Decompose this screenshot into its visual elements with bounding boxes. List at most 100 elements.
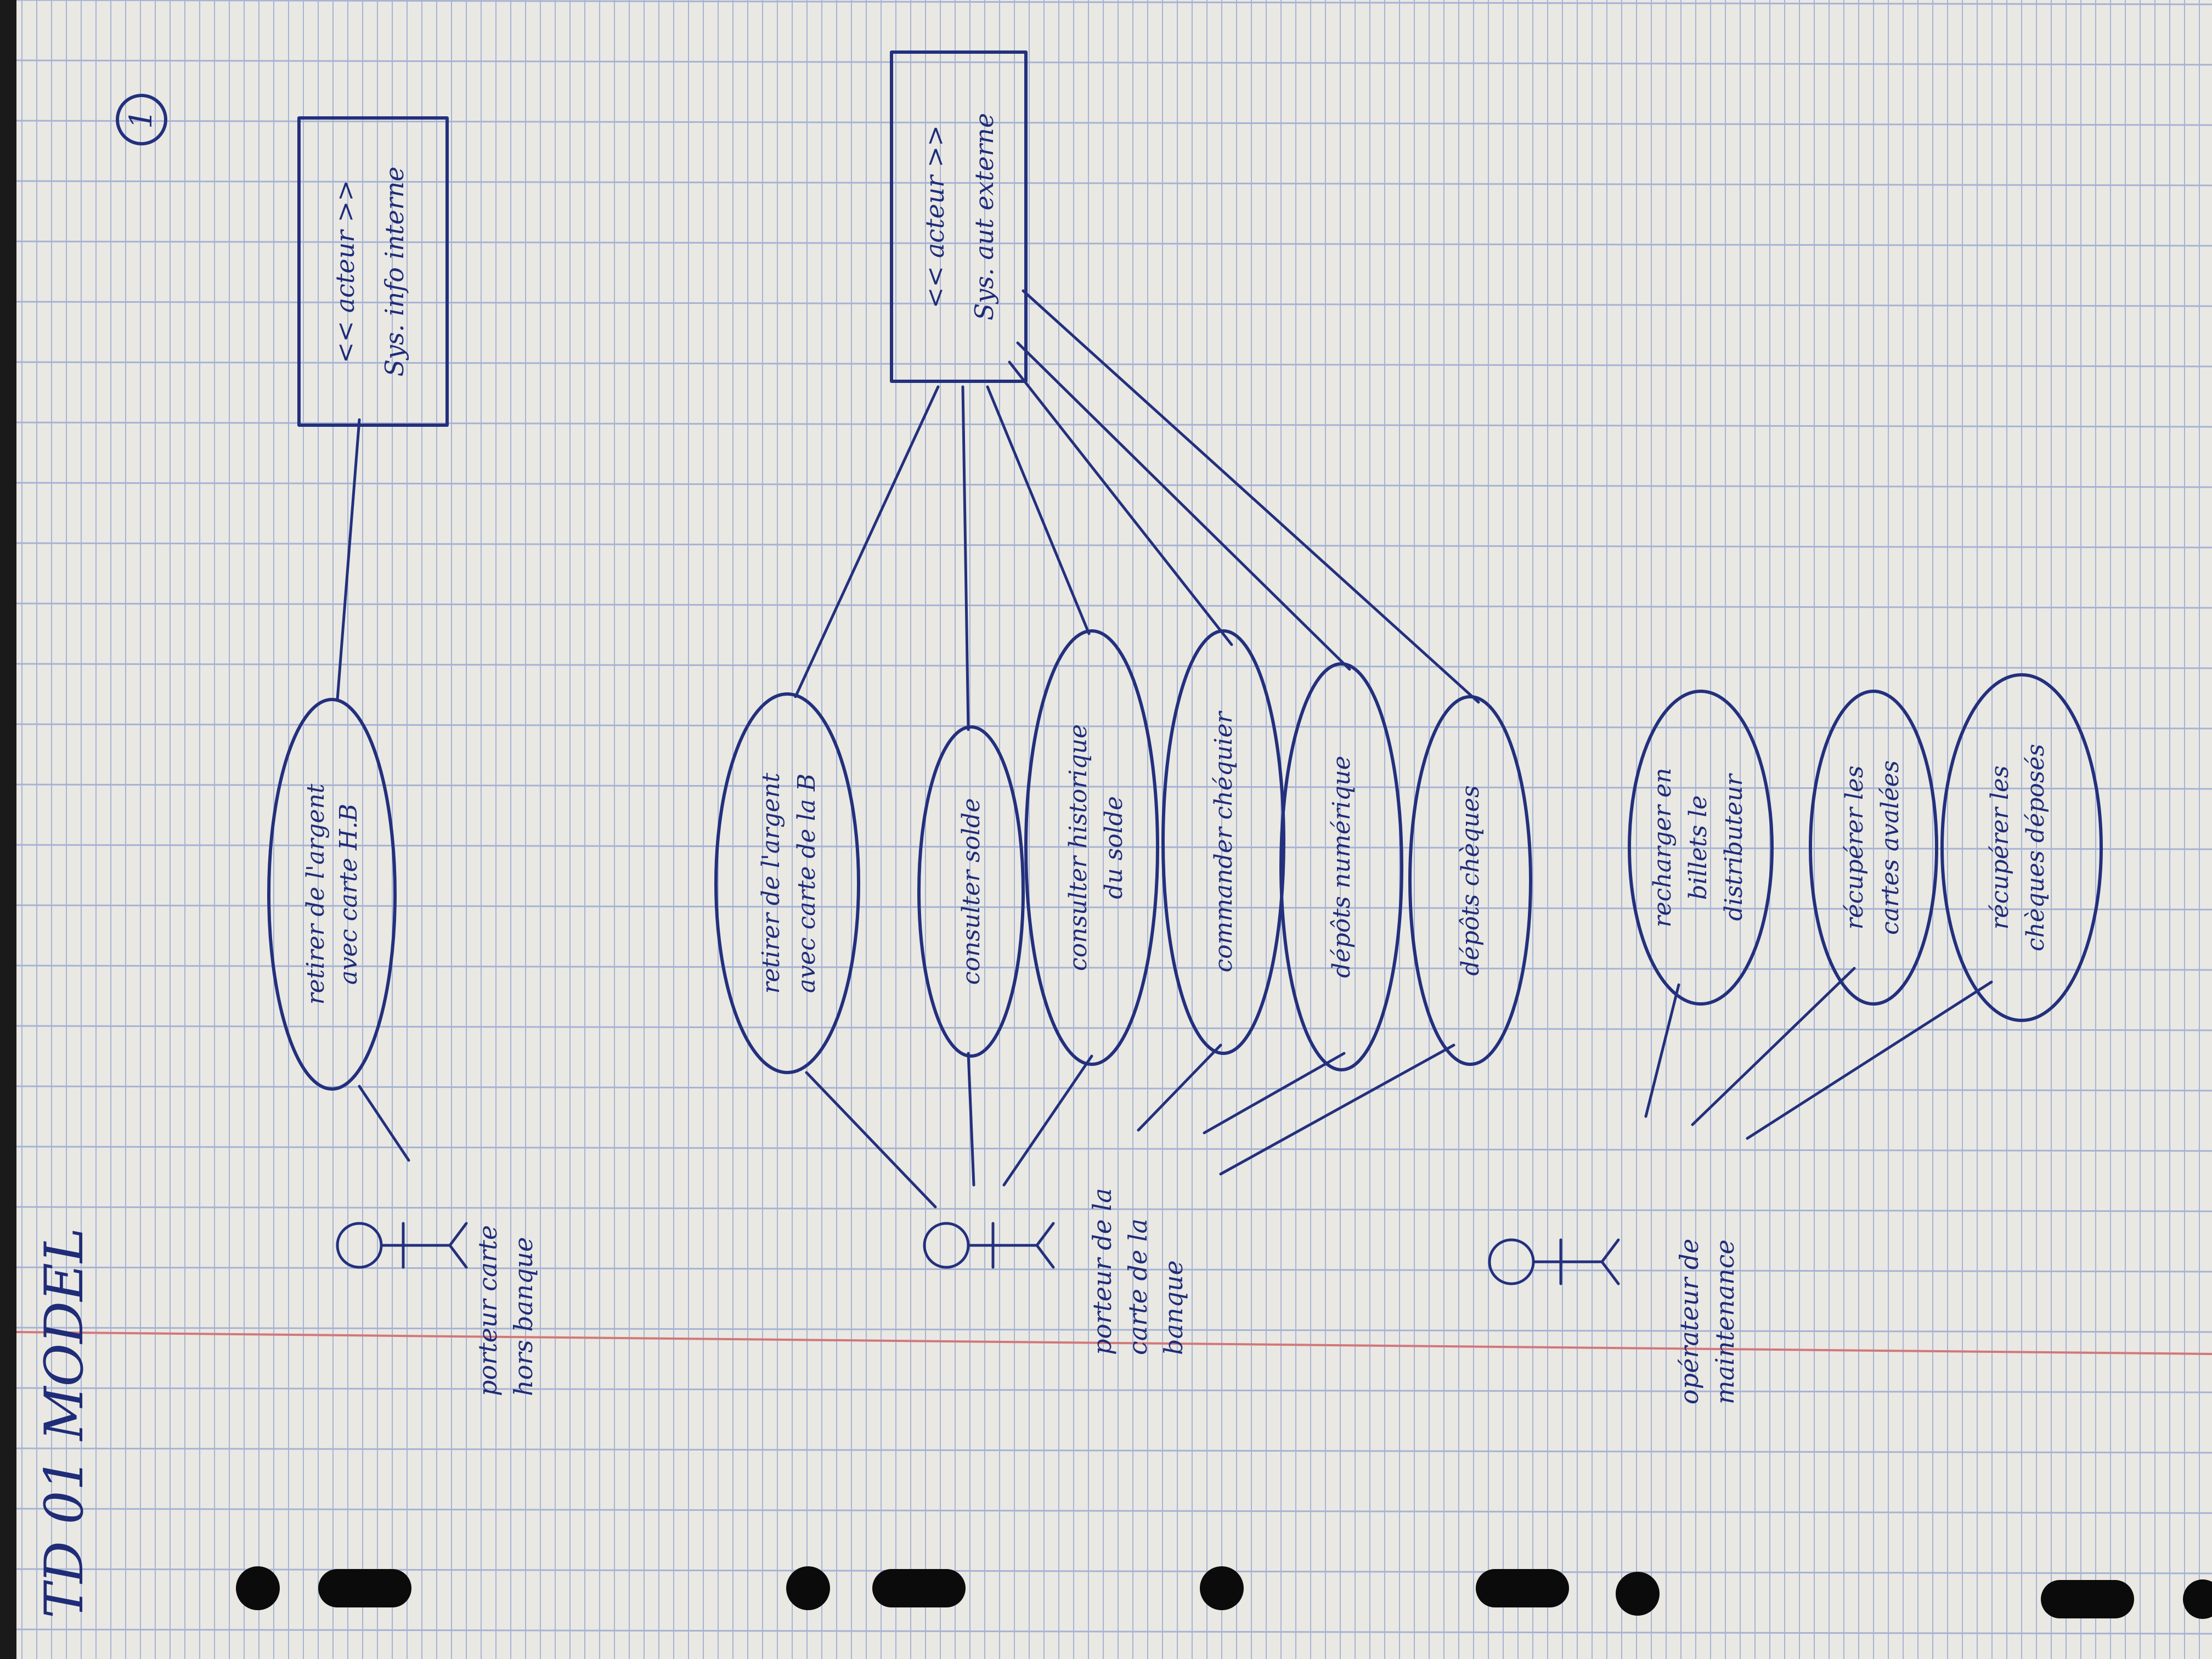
- actor-label-line: banque: [1159, 1260, 1188, 1355]
- actor-label-line: carte de la: [1123, 1218, 1153, 1355]
- page-header: TD 01 MODEL: [33, 1228, 95, 1618]
- binder-slot: [318, 1569, 411, 1607]
- use-case-label-line: avec carte H.B: [335, 804, 363, 985]
- grid-line: [16, 1085, 2212, 1092]
- grid-line: [16, 783, 2212, 790]
- grid-line: [16, 964, 2212, 971]
- use-case-depots-cheques: dépôts chèques: [1408, 695, 1532, 1066]
- grid-line: [16, 1266, 2212, 1273]
- actor-label-line: opérateur de: [1674, 1239, 1704, 1404]
- use-case-retirer-argent-hb: retirer de l'argent avec carte H.B: [267, 698, 397, 1091]
- binder-slot: [2041, 1580, 2134, 1618]
- use-case-label-line: commander chéquier: [1210, 710, 1238, 973]
- actor-label-operateur: opérateur de maintenance: [1674, 1239, 1740, 1404]
- association-line: [1022, 289, 1480, 704]
- use-case-label-line: récupérer les: [1986, 765, 2014, 929]
- binder-slot: [1476, 1569, 1569, 1607]
- stick-figure-porteur-hors-banque: [336, 1222, 468, 1269]
- use-case-label-line: recharger en: [1649, 768, 1677, 928]
- grid-line: [16, 1327, 2212, 1333]
- association-line: [1691, 967, 1856, 1126]
- association-line: [967, 1052, 975, 1187]
- association-line: [1137, 1043, 1222, 1132]
- association-line: [1219, 1043, 1455, 1176]
- grid-line: [16, 482, 2212, 488]
- margin-line: [16, 1331, 2212, 1355]
- use-case-label-line: billets le: [1684, 795, 1712, 900]
- stereotype-label: << acteur >>: [920, 125, 950, 308]
- binder-hole: [236, 1566, 280, 1610]
- use-case-label-line: consulter solde: [957, 798, 985, 985]
- associations: [336, 289, 1993, 1209]
- use-case-label-line: retirer de l'argent: [757, 772, 785, 994]
- binder-slot: [872, 1569, 966, 1607]
- use-case-label-line: avec carte de la B: [793, 774, 821, 993]
- use-case-label-line: distributeur: [1720, 772, 1748, 921]
- actor-label-porteur-hors-banque: porteur carte hors banque: [473, 1225, 538, 1396]
- grid-line: [16, 1206, 2212, 1212]
- association-line: [1002, 1054, 1093, 1187]
- use-case-depots-numerique: dépôts numérique: [1279, 662, 1403, 1071]
- binder-hole: [2183, 1579, 2212, 1619]
- page-number-badge: 1: [116, 94, 167, 145]
- association-line: [794, 385, 940, 698]
- grid-line: [16, 1387, 2212, 1393]
- grid-line: [16, 1628, 2212, 1635]
- grid-line: [16, 120, 2212, 126]
- actor-name-label: Sys. info interne: [380, 167, 409, 377]
- grid-line: [16, 301, 2212, 307]
- association-line: [358, 1085, 410, 1162]
- use-case-consulter-solde: consulter solde: [917, 725, 1025, 1058]
- binder-holes: [236, 1566, 2212, 1619]
- actor-label-line: maintenance: [1710, 1239, 1740, 1404]
- association-line: [1746, 980, 1993, 1140]
- actor-label-line: porteur carte: [473, 1225, 503, 1396]
- association-line: [1008, 360, 1233, 646]
- grid-line: [16, 844, 2212, 850]
- grid-line: [16, 59, 2212, 66]
- use-case-historique-solde: consulter historique du solde: [1024, 629, 1159, 1066]
- use-case-recharger-billets: recharger en billets le distributeur: [1628, 690, 1774, 1006]
- binder-hole: [786, 1566, 830, 1610]
- use-case-retirer-argent-b: retirer de l'argent avec carte de la B: [714, 692, 860, 1074]
- stick-figure-porteur-banque: [923, 1222, 1055, 1269]
- association-line: [336, 418, 361, 701]
- association-line: [986, 385, 1091, 635]
- grid-line: [16, 542, 2212, 549]
- use-case-label-line: retirer de l'argent: [302, 783, 330, 1005]
- actor-box-sys-info-interne: << acteur >> Sys. info interne: [297, 116, 449, 427]
- grid-line: [16, 421, 2212, 428]
- use-case-commander-chequier: commander chéquier: [1161, 629, 1285, 1055]
- grid-line: [16, 1025, 2212, 1031]
- actor-label-line: porteur de la: [1087, 1188, 1117, 1355]
- association-line: [1203, 1052, 1346, 1135]
- association-line: [1644, 983, 1680, 1118]
- association-line: [1016, 341, 1351, 671]
- grid-line: [16, 1447, 2212, 1454]
- ruled-grid: [16, 0, 2212, 1659]
- use-case-label-line: consulter historique: [1064, 724, 1092, 971]
- page-number: 1: [123, 109, 159, 129]
- binder-hole: [1200, 1566, 1244, 1610]
- grid-line: [16, 180, 2212, 187]
- use-case-label-line: chèques déposés: [2022, 744, 2050, 951]
- use-case-label-line: récupérer les: [1841, 765, 1869, 929]
- actor-label-porteur-banque: porteur de la carte de la banque: [1087, 1188, 1188, 1355]
- stereotype-label: << acteur >>: [330, 180, 360, 363]
- use-case-label-line: cartes avalées: [1876, 760, 1904, 935]
- grid-line: [16, 0, 2212, 5]
- use-case-recuperer-cheques: récupérer les chèques déposés: [1940, 673, 2103, 1022]
- use-case-label-line: dépôts chèques: [1457, 785, 1485, 975]
- association-line: [961, 385, 970, 731]
- use-case-label-line: dépôts numérique: [1328, 755, 1356, 978]
- paper-sheet: [16, 0, 2212, 1659]
- actor-name-label: Sys. aut externe: [969, 113, 999, 320]
- use-case-recuperer-cartes: récupérer les cartes avalées: [1809, 690, 1938, 1006]
- grid-line: [16, 1146, 2212, 1152]
- association-line: [805, 1071, 937, 1209]
- use-case-label-line: du solde: [1100, 796, 1128, 899]
- grid-line: [16, 723, 2212, 730]
- stick-figure-operateur: [1488, 1238, 1620, 1285]
- grid-line: [16, 904, 2212, 911]
